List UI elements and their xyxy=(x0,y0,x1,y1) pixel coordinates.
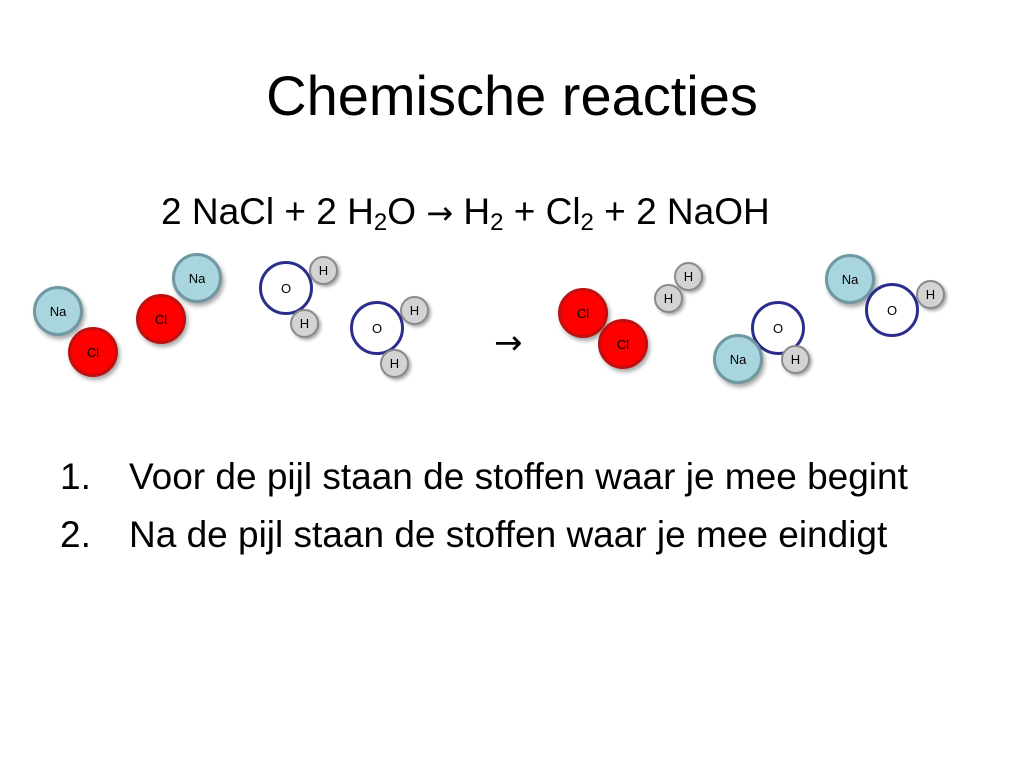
hydrogen-atom: H xyxy=(400,296,429,325)
list-item: 2. Na de pijl staan de stoffen waar je m… xyxy=(60,513,980,557)
equation-part: + Cl xyxy=(503,191,581,232)
sodium-atom: Na xyxy=(33,286,83,336)
explanation-list: 1. Voor de pijl staan de stoffen waar je… xyxy=(60,455,980,571)
oxygen-atom: O xyxy=(259,261,313,315)
list-item: 1. Voor de pijl staan de stoffen waar je… xyxy=(60,455,980,499)
hydrogen-atom: H xyxy=(290,309,319,338)
list-item-text: Voor de pijl staan de stoffen waar je me… xyxy=(129,456,908,497)
equation-part: H xyxy=(453,191,491,232)
equation-subscript: 2 xyxy=(373,209,388,236)
chlorine-atom: Cl xyxy=(558,288,608,338)
list-item-number: 1. xyxy=(60,456,91,497)
hydrogen-atom: H xyxy=(309,256,338,285)
hydrogen-atom: H xyxy=(674,262,703,291)
oxygen-atom: O xyxy=(350,301,404,355)
hydrogen-atom: H xyxy=(781,345,810,374)
equation-subscript: 2 xyxy=(490,209,504,236)
equation-part: 2 NaCl + 2 H xyxy=(161,191,374,232)
chemical-equation: 2 NaCl + 2 H2O → H2 + Cl2 + 2 NaOH xyxy=(161,188,770,237)
equation-subscript: 2 xyxy=(580,209,594,236)
chlorine-atom: Cl xyxy=(598,319,648,369)
list-item-number: 2. xyxy=(60,514,91,555)
sodium-atom: Na xyxy=(172,253,222,303)
equation-part: O xyxy=(387,191,427,232)
sodium-atom: Na xyxy=(713,334,763,384)
hydrogen-atom: H xyxy=(654,284,683,313)
chlorine-atom: Cl xyxy=(136,294,186,344)
slide-title: Chemische reacties xyxy=(266,64,758,127)
hydrogen-atom: H xyxy=(380,349,409,378)
reaction-arrow-icon: → xyxy=(494,323,523,363)
oxygen-atom: O xyxy=(865,283,919,337)
equation-arrow: → xyxy=(426,194,454,232)
list-item-text: Na de pijl staan de stoffen waar je mee … xyxy=(129,514,888,555)
hydrogen-atom: H xyxy=(916,280,945,309)
equation-part: + 2 NaOH xyxy=(593,191,770,232)
sodium-atom: Na xyxy=(825,254,875,304)
chlorine-atom: Cl xyxy=(68,327,118,377)
